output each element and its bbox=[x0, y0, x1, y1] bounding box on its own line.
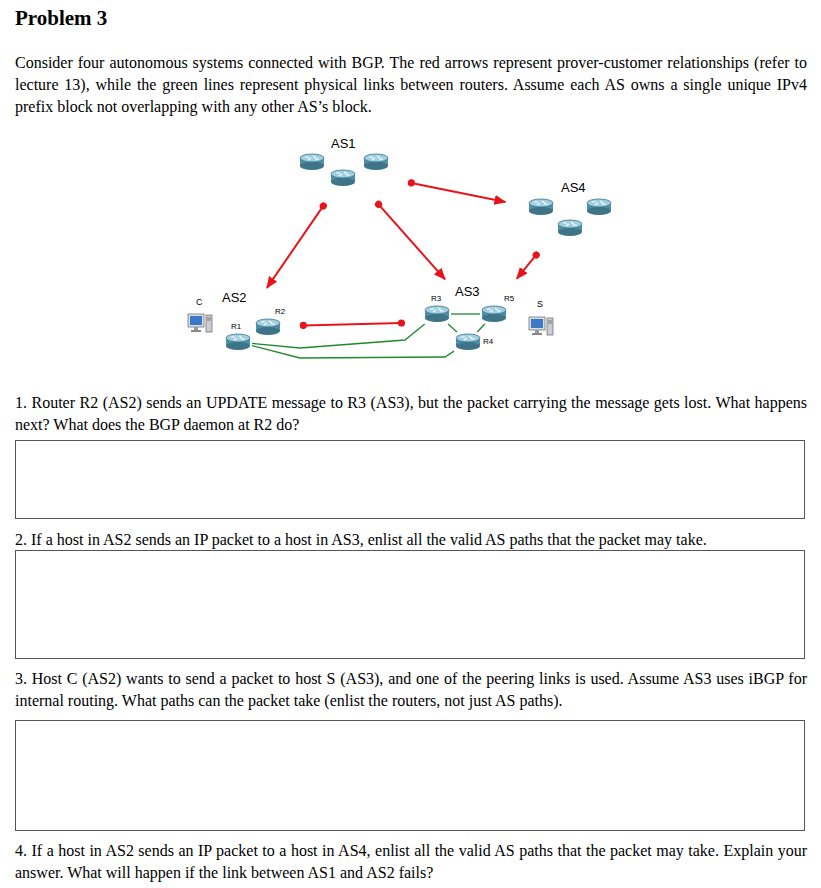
as-name: AS3 bbox=[455, 284, 480, 299]
router-icon bbox=[481, 305, 507, 323]
provider-customer-link bbox=[411, 183, 505, 202]
autonomous-system-cloud: AS3R3R5R4S bbox=[398, 270, 566, 372]
autonomous-system-cloud: AS2CR1R2 bbox=[174, 280, 306, 374]
as-name: AS2 bbox=[222, 290, 247, 305]
answer-boxes bbox=[16, 441, 805, 831]
computer-icon bbox=[187, 312, 213, 336]
physical-link bbox=[451, 313, 480, 314]
provider-customer-link bbox=[303, 323, 401, 325]
question-text: 1. Router R2 (AS2) sends an UPDATE messa… bbox=[15, 392, 807, 436]
problem-title: Problem 3 bbox=[15, 6, 107, 31]
question-text: 4. If a host in AS2 sends an IP packet t… bbox=[15, 840, 807, 884]
router-icons bbox=[300, 154, 611, 236]
physical-link bbox=[252, 346, 454, 358]
provider-customer-link bbox=[517, 255, 536, 279]
question-text: 3. Host C (AS2) wants to send a packet t… bbox=[15, 668, 807, 712]
as-name: AS4 bbox=[561, 180, 586, 195]
router-icon bbox=[225, 333, 251, 351]
provider-customer-link bbox=[379, 204, 445, 279]
physical-link bbox=[477, 324, 484, 332]
router: R1 bbox=[225, 333, 251, 351]
router-name: R1 bbox=[231, 322, 241, 331]
host-computer: S bbox=[528, 315, 554, 339]
router: R4 bbox=[455, 333, 481, 351]
provider-customer-link bbox=[267, 206, 323, 288]
router-icon bbox=[255, 318, 281, 336]
router-name: R2 bbox=[275, 307, 285, 316]
router-icon bbox=[455, 333, 481, 351]
host-name: C bbox=[196, 297, 203, 307]
router-name: R5 bbox=[504, 294, 514, 303]
router: R3 bbox=[424, 305, 450, 323]
router-icon bbox=[424, 305, 450, 323]
as-name: AS1 bbox=[331, 136, 356, 151]
intro-paragraph: Consider four autonomous systems connect… bbox=[15, 52, 807, 118]
autonomous-system-cloud: AS4 bbox=[500, 165, 638, 265]
router: R5 bbox=[481, 305, 507, 323]
host-computer: C bbox=[187, 312, 213, 336]
router: R2 bbox=[255, 318, 281, 336]
computer-icon bbox=[528, 315, 554, 339]
physical-link bbox=[448, 324, 457, 332]
host-name: S bbox=[537, 299, 543, 309]
question-text: 2. If a host in AS2 sends an IP packet t… bbox=[15, 529, 807, 551]
autonomous-system-cloud: AS1 bbox=[278, 128, 418, 212]
router-name: R3 bbox=[431, 294, 441, 303]
router-name: R4 bbox=[483, 337, 493, 346]
